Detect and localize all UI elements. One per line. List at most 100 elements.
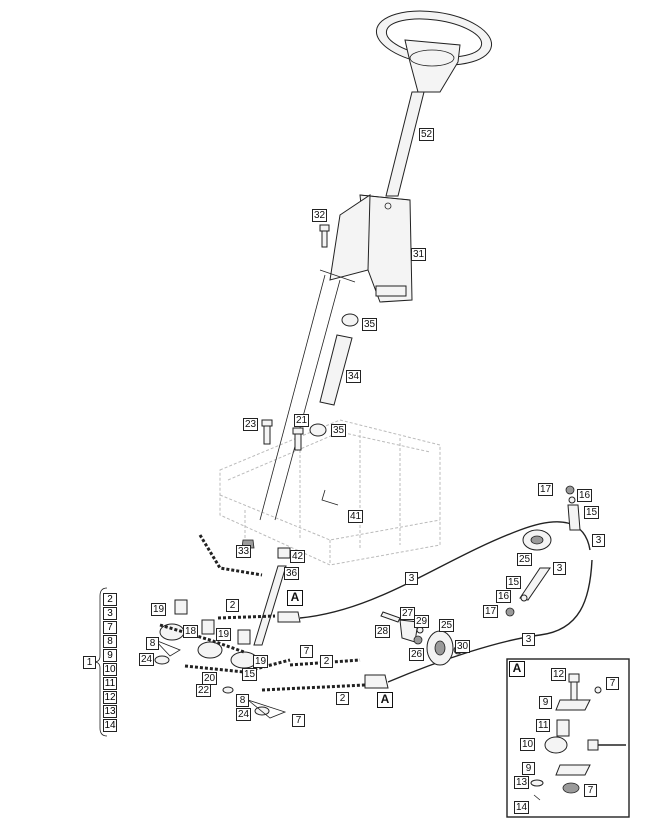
detail-callout-10: 10 [520, 738, 536, 751]
callout-pulley-lower: 25 [439, 619, 455, 632]
shaft-36 [253, 565, 287, 646]
detail-callout-7-b: 7 [584, 784, 597, 797]
callout-pin: 41 [348, 510, 364, 523]
callout-spacer-19-b: 19 [216, 628, 232, 641]
callout-pin-7-a: 7 [300, 645, 313, 658]
callout-bracket: 27 [400, 607, 416, 620]
callout-plate-b: 8 [236, 694, 249, 707]
spacer-19-c [237, 629, 251, 645]
callout-pin-7-b: 7 [292, 714, 305, 727]
pin-41 [321, 489, 339, 506]
callout-cable-b: 3 [553, 562, 566, 575]
callout-sprocket: 18 [183, 625, 199, 638]
callout-cable-c: 3 [405, 572, 418, 585]
view-marker-a-lower: A [377, 692, 393, 708]
detail-callout-13: 13 [514, 776, 530, 789]
callout-spacer: 42 [290, 550, 306, 563]
bushing-upper [341, 313, 359, 327]
kit-item: 2 [103, 593, 117, 606]
callout-chain-c: 2 [336, 692, 349, 705]
detail-callout-9-b: 9 [522, 762, 535, 775]
steering-shaft [385, 91, 425, 197]
sprocket-center [197, 641, 223, 659]
bolt-21 [292, 427, 304, 451]
callout-chain-b: 2 [320, 655, 333, 668]
chain-guide-left [198, 534, 263, 577]
callout-shaft: 36 [284, 567, 300, 580]
view-marker-a-upper: A [287, 590, 303, 606]
cable-3-lower [387, 559, 593, 683]
bushing-lower [309, 423, 327, 437]
kit-item: 12 [103, 691, 117, 704]
detail-callout-12: 12 [551, 668, 567, 681]
kit-item: 13 [103, 705, 117, 718]
callout-bushing-lower: 35 [331, 424, 347, 437]
chain-2-a [217, 614, 276, 620]
kit-item: 14 [103, 719, 117, 732]
chain-loop-upper [159, 623, 245, 654]
callout-spacer-19-a: 19 [151, 603, 167, 616]
callout-washer-24-b: 24 [236, 708, 252, 721]
detail-callout-11: 11 [536, 719, 551, 732]
detail-callout-14: 14 [514, 801, 530, 814]
bolt-28 [380, 611, 401, 623]
callout-washer-24-a: 24 [139, 653, 155, 666]
callout-cable-d: 3 [522, 633, 535, 646]
chain-2-c [261, 683, 366, 692]
kit-item: 3 [103, 607, 117, 620]
kit-item: 7 [103, 621, 117, 634]
callout-steering-shaft: 52 [419, 128, 435, 141]
chain-loop-lower [184, 658, 291, 674]
callout-tube: 34 [346, 370, 362, 383]
spacer-19-b [201, 619, 215, 635]
detail-view-a-parts [530, 673, 626, 801]
callout-washer-22: 22 [196, 684, 212, 697]
steering-console [329, 194, 413, 303]
washer-22 [222, 686, 234, 694]
callout-washer-lower: 16 [496, 590, 512, 603]
callout-nut-30: 30 [455, 640, 471, 653]
leader-line-b [274, 279, 341, 521]
pulley-upper [522, 529, 552, 551]
clevis-left [277, 611, 301, 623]
kit-item: 10 [103, 663, 117, 676]
callout-nut-upper: 17 [538, 483, 554, 496]
kit-item: 8 [103, 635, 117, 648]
callout-spring-upper: 15 [584, 506, 600, 519]
spacer-42 [277, 547, 291, 559]
callout-washer-26: 26 [409, 648, 425, 661]
callout-nut-lower: 17 [483, 605, 499, 618]
kit-item: 11 [103, 677, 117, 690]
steering-tube [319, 334, 353, 406]
kit-item: 9 [103, 649, 117, 662]
callout-console: 31 [411, 248, 427, 261]
clevis-right [364, 674, 389, 689]
callout-washer-29: 29 [414, 615, 430, 628]
callout-nut: 33 [236, 545, 252, 558]
callout-kit: 1 [83, 656, 96, 669]
callout-bolt-28: 28 [375, 625, 391, 638]
plate-8-b [247, 699, 287, 719]
callout-spring-15: 15 [242, 668, 258, 681]
callout-spring-lower: 15 [506, 576, 522, 589]
callout-spacer-19-c: 19 [253, 655, 269, 668]
washer-26 [413, 635, 423, 645]
callout-bolt: 32 [312, 209, 328, 222]
plate-8-a [154, 639, 181, 657]
leader-line-a [259, 274, 326, 521]
callout-chain-a: 2 [226, 599, 239, 612]
callout-bushing-upper: 35 [362, 318, 378, 331]
detail-callout-7-a: 7 [606, 677, 619, 690]
callout-bolt-21: 21 [294, 414, 310, 427]
detail-callout-9-a: 9 [539, 696, 552, 709]
spacer-19-a [174, 599, 188, 615]
callout-cable-a: 3 [592, 534, 605, 547]
detail-view-a-title: A [509, 661, 525, 677]
callout-pulley-upper: 25 [517, 553, 533, 566]
bolt-23 [261, 419, 273, 445]
callout-plate-a: 8 [146, 637, 159, 650]
pulley-lower [426, 630, 454, 666]
callout-washer-upper: 16 [577, 489, 593, 502]
adjuster-upper [565, 485, 581, 531]
